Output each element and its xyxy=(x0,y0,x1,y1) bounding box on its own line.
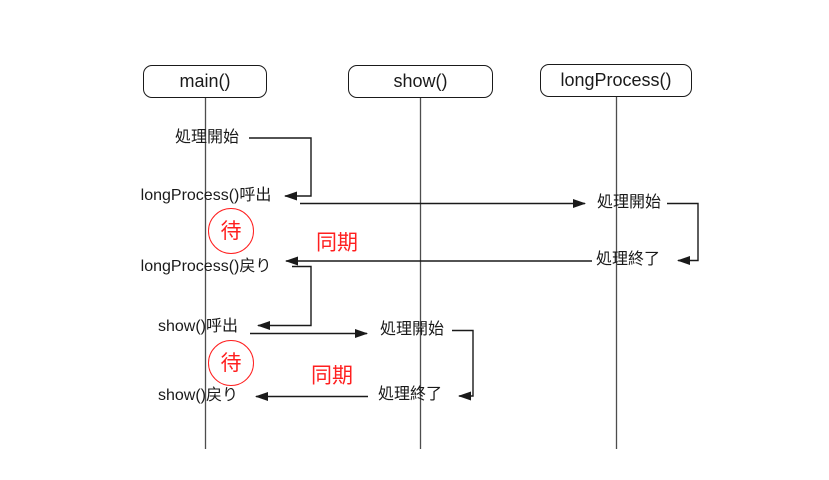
label-longprocess-call: longProcess()呼出 xyxy=(140,187,272,204)
wait-badge-2-text: 待 xyxy=(220,351,242,375)
actor-label-longprocess: longProcess() xyxy=(560,70,672,90)
wait-badge-1: 待 xyxy=(208,208,254,254)
actor-box-longprocess: longProcess() xyxy=(540,64,692,97)
actor-label-show: show() xyxy=(393,71,448,91)
label-show-process-end: 処理終了 xyxy=(377,386,443,403)
label-longprocess-return: longProcess()戻り xyxy=(140,258,272,275)
actor-label-main: main() xyxy=(179,71,231,91)
actor-box-show: show() xyxy=(348,65,493,98)
actor-box-main: main() xyxy=(143,65,267,98)
label-show-process-start: 処理開始 xyxy=(379,321,445,338)
sync-label-1: 同期 xyxy=(316,231,358,255)
label-longprocess-process-end: 処理終了 xyxy=(595,251,661,268)
arrow-main-self-start-to-call xyxy=(249,137,312,201)
label-show-call: show()呼出 xyxy=(157,318,239,335)
wait-badge-1-text: 待 xyxy=(220,219,242,243)
arrow-longprocess-self-loop xyxy=(667,202,699,265)
wait-badge-2: 待 xyxy=(208,340,254,386)
arrow-show-self-loop xyxy=(452,329,474,401)
sync-label-2: 同期 xyxy=(311,364,353,388)
label-longprocess-process-start: 処理開始 xyxy=(596,194,662,211)
arrow-main-self-return-to-call xyxy=(257,265,312,330)
label-show-return: show()戻り xyxy=(157,387,239,404)
label-main-process-start: 処理開始 xyxy=(174,129,240,146)
